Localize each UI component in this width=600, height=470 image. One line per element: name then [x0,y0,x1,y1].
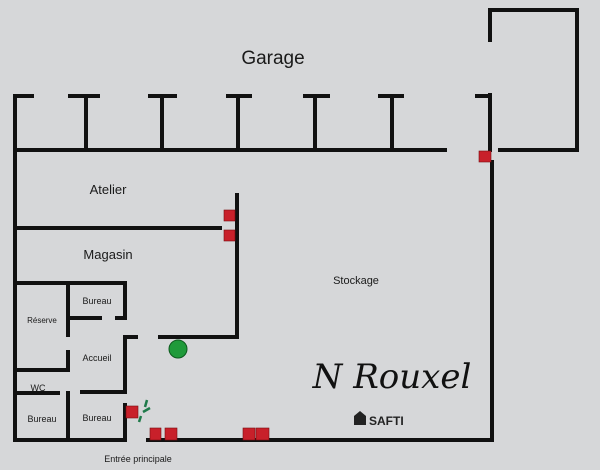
room-label-magasin: Magasin [83,247,132,262]
extinguisher-icon [478,150,492,163]
room-label-reserve: Réserve [27,316,57,325]
extinguisher-icon [223,229,236,242]
room-label-bureau: Bureau [27,414,56,424]
room-label-bureau: Bureau [82,296,111,306]
signature: N Rouxel [312,357,472,397]
house-icon [354,411,366,425]
room-label-bureau: Bureau [82,413,111,423]
signature-text: N Rouxel [312,357,472,397]
extinguisher-icon [223,209,236,222]
entrance-door-icon [137,399,151,423]
safety-equipment [125,150,492,441]
logo-text: SAFTI [369,414,404,428]
walls [13,8,579,442]
safti-logo: SAFTI [354,411,404,428]
room-labels: Garage Atelier Magasin Stockage Bureau R… [27,48,379,464]
fire-hose-icon [255,427,270,441]
entrance-label: Entrée principale [104,454,172,464]
room-label-accueil: Accueil [82,353,111,363]
fire-alarm-icon [242,427,256,441]
emergency-sign-icon [168,339,188,359]
room-label-wc: WC [31,383,46,393]
extinguisher-icon [125,405,139,419]
room-label-atelier: Atelier [90,182,128,197]
extinguisher-icon [164,427,178,441]
room-label-garage: Garage [241,48,304,69]
extinguisher-icon [149,427,162,441]
room-label-stockage: Stockage [333,275,379,287]
